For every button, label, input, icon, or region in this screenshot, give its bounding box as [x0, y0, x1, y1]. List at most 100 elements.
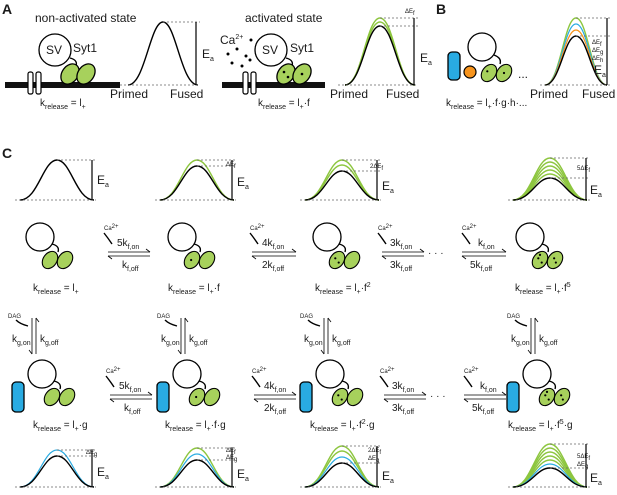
c-bottom-curve-2 [300, 445, 381, 488]
c-dag-arrows-3: DAG [507, 314, 539, 355]
energy-curve-left [120, 21, 200, 86]
svg-text:Ca2+: Ca2+ [252, 367, 267, 375]
sv-label-right: SV [262, 43, 278, 57]
c-row1-kon-2: 3kf,on [390, 238, 412, 251]
syt1-c2b-right [288, 59, 316, 89]
c-ea-bottom-1: Ea [237, 467, 249, 483]
c-kgoff-3: kg,off [539, 334, 558, 347]
c-row2-koff-3: 5kf,off [472, 403, 494, 416]
membrane-left [5, 71, 120, 95]
c-top-curve-2 [300, 159, 381, 201]
ea-label-left: Ea [202, 47, 214, 63]
svg-text:Ca2+: Ca2+ [104, 224, 119, 232]
c-row1-krelease-1: krelease = l+·f [168, 283, 220, 296]
energy-curve-b [540, 17, 610, 86]
c-row1-state-2 [312, 222, 364, 273]
c-row1-state-3 [515, 222, 567, 273]
fused-label-b: Fused [582, 87, 615, 101]
c-ea-top-3: Ea [590, 183, 602, 199]
panel-label-b: B [436, 1, 446, 17]
c-row1-kon-1: 4kf,on [262, 238, 284, 251]
c-delta-bottom-2a: 2ΔEf [368, 448, 381, 456]
c-row1-kon-0: 5kf,on [117, 238, 139, 251]
c-row2-arrows-3: Ca2+ [463, 367, 507, 403]
c-row1-arrows-2: Ca2+ [377, 224, 425, 260]
c-ea-top-2: Ea [382, 179, 394, 195]
ca-label-a: Ca2+ [220, 33, 243, 47]
c-row2-state-3 [506, 359, 574, 413]
c-row1-state-0 [25, 222, 77, 273]
syt1-label-right: Syt1 [290, 41, 314, 55]
k-release-left: krelease = l+ [40, 98, 86, 111]
c-delta-bottom-3a: 5ΔEf [577, 454, 590, 462]
c-delta-bottom-2b: ΔEg [368, 456, 379, 464]
c-row2-koff-0: kf,off [124, 403, 141, 416]
c-dag-arrows-1: DAG [157, 314, 189, 355]
c-row2-arrows-1: Ca2+ [251, 367, 297, 403]
c-row2-koff-1: 2kf,off [264, 403, 286, 416]
c-delta-bottom-1a: ΔEf [226, 448, 236, 456]
c-row1-koff-1: 2kf,off [262, 260, 284, 273]
c-row2-arrows-2: Ca2+ [379, 367, 427, 403]
svg-text:Ca2+: Ca2+ [106, 367, 121, 375]
c-dag-arrows-0: DAG [8, 314, 40, 355]
c-row1-koff-2: 3kf,off [390, 260, 412, 273]
c-row1-koff-3: 5kf,off [470, 260, 492, 273]
delta-label-b-2: ΔEh [592, 56, 603, 64]
dag-protein-b [447, 51, 461, 81]
c-ea-bottom-0: Ea [97, 465, 109, 481]
c-kgoff-0: kg,off [40, 334, 59, 347]
syt1-c2a-b [477, 60, 501, 86]
c-row1-krelease-0: krelease = l+ [33, 283, 79, 296]
c-row1-krelease-2: krelease = l+·f2 [315, 282, 371, 296]
k-release-b: krelease = l+·f·g·h·... [446, 98, 527, 111]
c-row1-ellipsis: · · · [428, 248, 444, 259]
c-top-curve-3 [508, 157, 590, 201]
c-dag-arrows-2: DAG [300, 314, 332, 355]
c-delta-bottom-0: ΔEg [86, 450, 97, 458]
c-kgoff-1: kg,off [189, 334, 208, 347]
syt1-c2b-b [492, 60, 516, 86]
c-ea-top-0: Ea [97, 173, 109, 189]
c-bottom-curve-1 [155, 447, 236, 488]
k-release-right: krelease = l+·f [258, 98, 310, 111]
primed-label-b: Primed [530, 87, 568, 101]
fused-label-right: Fused [386, 87, 419, 101]
ellipsis-b: ... [518, 67, 528, 81]
svg-text:Ca2+: Ca2+ [250, 224, 265, 232]
synaptic-vesicle-right [254, 33, 288, 67]
c-kgon-3: kg,on [511, 334, 530, 347]
c-ea-bottom-2: Ea [382, 469, 394, 485]
svg-text:DAG: DAG [157, 314, 170, 320]
vesicle-b [467, 32, 497, 62]
c-row2-kon-3: kf,on [480, 381, 497, 394]
c-row1-krelease-3: krelease = l+·f5 [515, 282, 571, 296]
c-bottom-curve-0 [15, 449, 96, 488]
c-delta-bottom-1b: ΔEg [226, 455, 237, 463]
c-row2-ellipsis: · · · [430, 391, 446, 402]
c-row2-krelease-2: krelease = l+·f2·g [310, 419, 375, 433]
energy-curve-right [338, 17, 418, 86]
c-row1-arrows-0: Ca2+ [103, 224, 151, 260]
c-row2-state-1 [156, 359, 224, 413]
c-row1-koff-0: kf,off [122, 260, 139, 273]
c-delta-bottom-3b: ΔEg [577, 462, 588, 470]
svg-text:Ca2+: Ca2+ [462, 224, 477, 232]
panel-label-a: A [2, 1, 12, 17]
c-top-curve-1 [155, 159, 236, 201]
panel-label-c: C [2, 145, 12, 161]
c-ea-bottom-3: Ea [590, 471, 602, 487]
svg-text:Ca2+: Ca2+ [380, 367, 395, 375]
c-ea-top-1: Ea [237, 175, 249, 191]
svg-text:DAG: DAG [8, 314, 21, 320]
c-delta-top-1: ΔEf [226, 162, 236, 170]
c-kgon-1: kg,on [161, 334, 180, 347]
c-row2-koff-2: 3kf,off [392, 403, 414, 416]
svg-text:DAG: DAG [300, 314, 313, 320]
c-row2-kon-1: 4kf,on [264, 381, 286, 394]
ea-label-right: Ea [420, 51, 432, 67]
c-delta-top-2: 2ΔEf [370, 164, 383, 172]
c-kgon-0: kg,on [12, 334, 31, 347]
delta-label-b-0: ΔEf [592, 40, 602, 48]
